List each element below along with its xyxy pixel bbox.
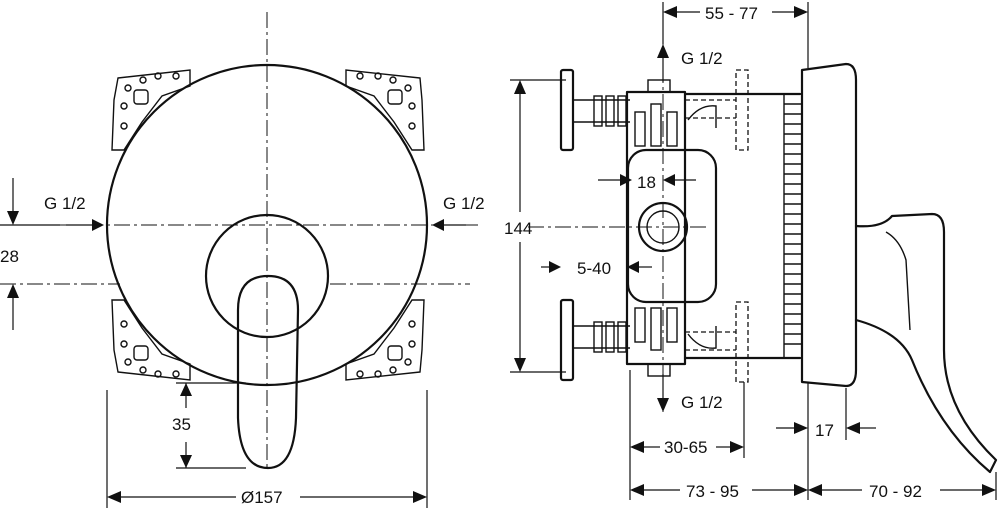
front-view: G 1/2 G 1/2 28 35 Ø157 xyxy=(0,12,485,508)
mounting-bracket-top-right xyxy=(345,69,425,151)
lever-profile xyxy=(854,212,998,474)
dim-30-65-label: 30-65 xyxy=(664,438,707,457)
side-outlet-bottom-label: G 1/2 xyxy=(681,393,723,412)
dim-18-label: 18 xyxy=(637,173,656,192)
dim-55-77-label: 55 - 77 xyxy=(705,4,758,23)
valve-body xyxy=(625,90,687,366)
thread-ribs xyxy=(783,93,803,359)
mounting-bracket-bottom-right xyxy=(345,299,425,381)
side-outlet-top-label: G 1/2 xyxy=(681,49,723,68)
dim-144-label: 144 xyxy=(504,219,532,238)
flange-bottom xyxy=(559,298,575,382)
valve-window xyxy=(626,148,718,304)
cover-plate-profile xyxy=(800,62,858,388)
mounting-bracket-bottom-left xyxy=(111,299,191,381)
dim-73-95-label: 73 - 95 xyxy=(686,482,739,501)
flange-top xyxy=(559,68,575,152)
lever-handle xyxy=(236,274,300,470)
front-inlet-right-label: G 1/2 xyxy=(443,194,485,213)
dim-17-label: 17 xyxy=(815,421,834,440)
dim-70-92-label: 70 - 92 xyxy=(869,482,922,501)
dim-diameter-label: Ø157 xyxy=(241,488,283,507)
dim-35-label: 35 xyxy=(172,415,191,434)
dim-5-40-label: 5-40 xyxy=(577,259,611,278)
dim-28-label: 28 xyxy=(0,247,19,266)
front-inlet-left-label: G 1/2 xyxy=(44,194,86,213)
side-view: G 1/2 G 1/2 144 18 5-40 55 - 77 xyxy=(504,2,998,501)
mounting-bracket-top-left xyxy=(111,69,191,151)
